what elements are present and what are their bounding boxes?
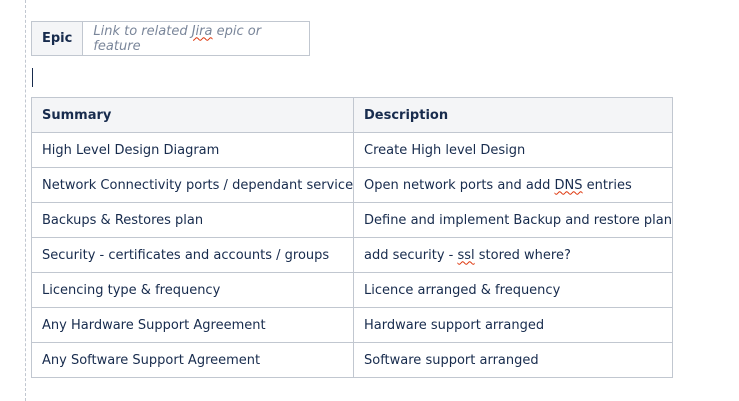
text-cursor bbox=[32, 68, 33, 87]
cell-summary[interactable]: Any Hardware Support Agreement bbox=[31, 307, 354, 343]
epic-placeholder-before: Link to related bbox=[93, 23, 192, 39]
header-summary[interactable]: Summary bbox=[31, 97, 354, 133]
epic-label: Epic bbox=[30, 21, 84, 56]
cell-description-after: stored where? bbox=[474, 247, 571, 263]
requirements-table: Summary Description High Level Design Di… bbox=[31, 97, 673, 378]
table-header-row: Summary Description bbox=[31, 97, 673, 133]
cell-description-before: add security - bbox=[364, 247, 458, 263]
table-row: Network Connectivity ports / dependant s… bbox=[31, 167, 673, 203]
table-row: High Level Design Diagram Create High le… bbox=[31, 132, 673, 168]
cell-description[interactable]: Open network ports and add DNS entries bbox=[353, 167, 673, 203]
cell-summary[interactable]: Security - certificates and accounts / g… bbox=[31, 237, 354, 273]
cell-description-flagged: ssl bbox=[457, 247, 475, 263]
table-row: Backups & Restores plan Define and imple… bbox=[31, 202, 673, 238]
table-row: Any Software Support Agreement Software … bbox=[31, 342, 673, 378]
cell-description-after: entries bbox=[582, 177, 632, 193]
cell-summary[interactable]: High Level Design Diagram bbox=[31, 132, 354, 168]
table-row: Security - certificates and accounts / g… bbox=[31, 237, 673, 273]
cell-summary[interactable]: Any Software Support Agreement bbox=[31, 342, 354, 378]
table-row: Licencing type & frequency Licence arran… bbox=[31, 272, 673, 308]
epic-link-table: Epic Link to related Jira epic or featur… bbox=[30, 21, 311, 56]
cell-description[interactable]: Hardware support arranged bbox=[353, 307, 673, 343]
epic-placeholder-jira: Jira bbox=[191, 23, 213, 39]
cell-summary[interactable]: Licencing type & frequency bbox=[31, 272, 354, 308]
cell-description[interactable]: Define and implement Backup and restore … bbox=[353, 202, 673, 238]
table-row: Any Hardware Support Agreement Hardware … bbox=[31, 307, 673, 343]
epic-row: Epic Link to related Jira epic or featur… bbox=[30, 21, 311, 56]
editor-gutter-line bbox=[25, 0, 26, 401]
cell-summary[interactable]: Network Connectivity ports / dependant s… bbox=[31, 167, 354, 203]
cell-summary[interactable]: Backups & Restores plan bbox=[31, 202, 354, 238]
epic-link-placeholder[interactable]: Link to related Jira epic or feature bbox=[82, 21, 311, 56]
cell-description-flagged: DNS bbox=[554, 177, 583, 193]
cell-description[interactable]: Software support arranged bbox=[353, 342, 673, 378]
cell-description[interactable]: Licence arranged & frequency bbox=[353, 272, 673, 308]
cell-description-before: Open network ports and add bbox=[364, 177, 555, 193]
header-description[interactable]: Description bbox=[353, 97, 673, 133]
cell-description[interactable]: add security - ssl stored where? bbox=[353, 237, 673, 273]
epic-placeholder-after: epic or feature bbox=[93, 23, 262, 54]
cell-description[interactable]: Create High level Design bbox=[353, 132, 673, 168]
